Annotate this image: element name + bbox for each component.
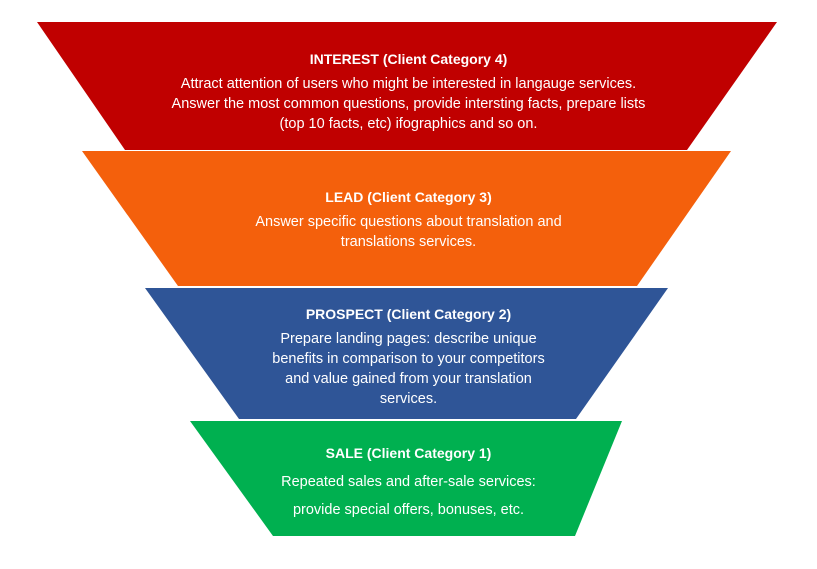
stage-sale-text: SALE (Client Category 1) Repeated sales … — [0, 444, 817, 524]
stage-prospect-text: PROSPECT (Client Category 2) Prepare lan… — [0, 305, 817, 409]
stage-prospect-title: PROSPECT (Client Category 2) — [305, 306, 512, 322]
stage-interest-title: INTEREST (Client Category 4) — [309, 51, 508, 67]
stage-lead-text: LEAD (Client Category 3) Answer specific… — [0, 188, 817, 252]
funnel-stage-interest — [37, 22, 777, 150]
funnel-stage-lead — [82, 151, 731, 286]
stage-interest-text: INTEREST (Client Category 4) Attract att… — [0, 50, 817, 134]
stage-interest-description: Attract attention of users who might be … — [171, 76, 646, 132]
stage-lead-title: LEAD (Client Category 3) — [325, 189, 492, 205]
funnel-stage-prospect — [145, 288, 668, 419]
stage-sale-title: SALE (Client Category 1) — [325, 445, 492, 461]
stage-prospect-description: Prepare landing pages: describe unique b… — [272, 331, 545, 407]
funnel-stage-sale — [190, 421, 622, 536]
stage-lead-description: Answer specific questions about translat… — [255, 214, 562, 250]
stage-sale-description: Repeated sales and after-sale services: … — [281, 474, 536, 518]
